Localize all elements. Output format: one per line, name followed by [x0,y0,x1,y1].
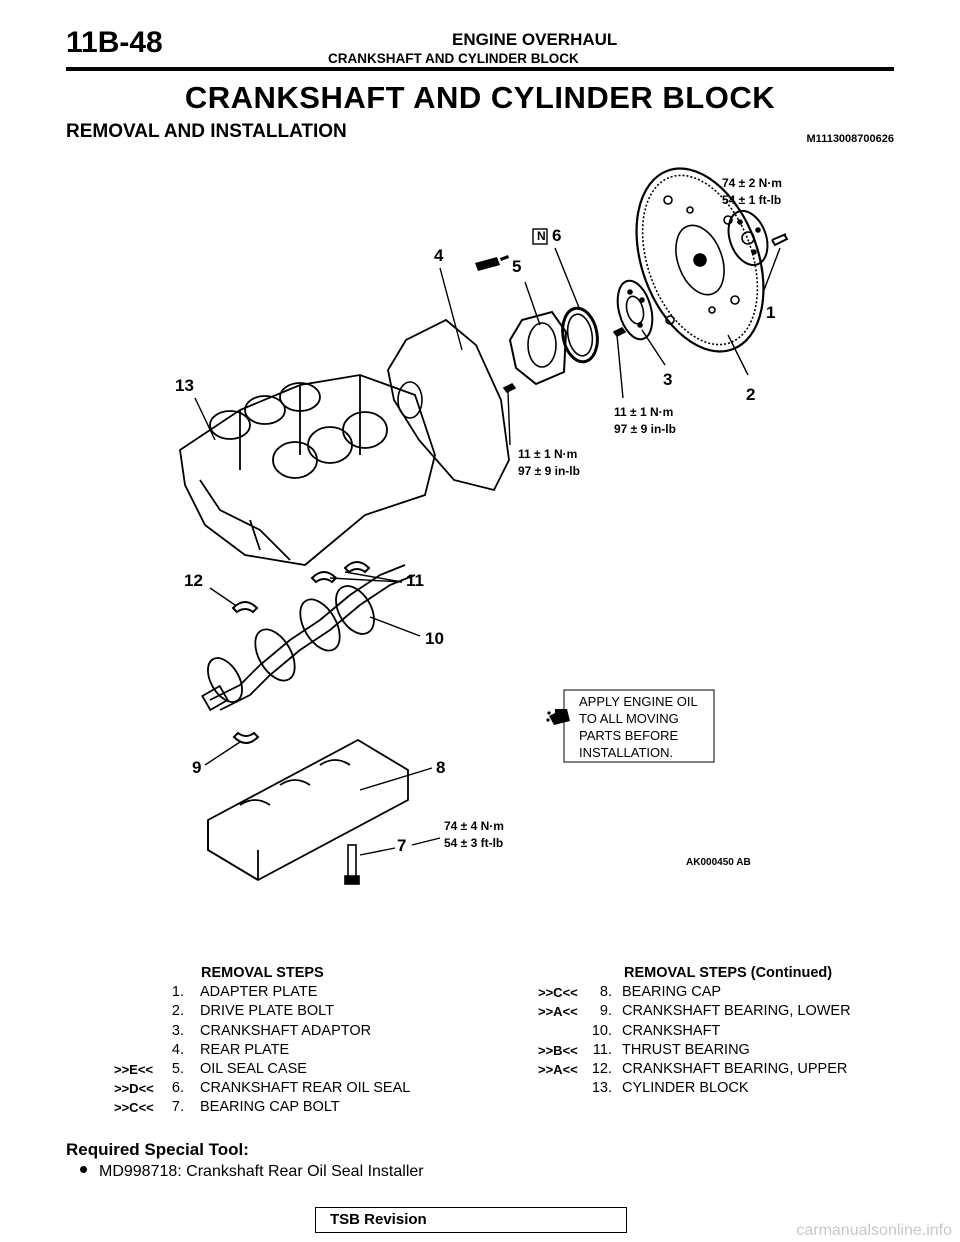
cylinder-block-illustration [179,374,436,566]
callout-3: 3 [663,370,673,389]
torque-spec-3-imperial: 97 ± 9 in-lb [614,422,676,436]
step-row: 3.CRANKSHAFT ADAPTOR [171,1022,372,1039]
torque-spec-7: 74 ± 4 N·m 54 ± 3 ft-lb [444,818,504,852]
figure-id: AK000450 AB [686,857,751,868]
callout-5: 5 [512,257,522,276]
tsb-revision-box: TSB Revision [315,1207,627,1233]
removal-steps-continued-heading: REMOVAL STEPS (Continued) [624,965,833,981]
removal-steps-heading: REMOVAL STEPS [201,965,324,981]
crankshaft-adaptor-illustration [616,279,654,341]
header-rule [66,67,894,71]
callout-4: 4 [434,246,444,265]
step-row: 2.DRIVE PLATE BOLT [171,1003,335,1020]
callout-10: 10 [425,629,444,648]
section-title: REMOVAL AND INSTALLATION [66,121,347,142]
note-line: PARTS BEFORE [579,728,679,743]
callout-12: 12 [184,571,203,590]
torque-spec-7-metric: 74 ± 4 N·m [444,819,504,833]
torque-spec-5-imperial: 97 ± 9 in-lb [518,464,580,478]
removal-steps-continued: REMOVAL STEPS (Continued) >>C<<8.BEARING… [538,964,888,1098]
removal-steps: REMOVAL STEPS 1.ADAPTER PLATE 2.DRIVE PL… [114,964,444,1118]
special-tool-text: MD998718: Crankshaft Rear Oil Seal Insta… [99,1163,424,1180]
step-row: >>D<<6.CRANKSHAFT REAR OIL SEAL [114,1080,411,1097]
torque-spec-3: 11 ± 1 N·m 97 ± 9 in-lb [614,404,676,438]
step-row: >>A<<12.CRANKSHAFT BEARING, UPPER [538,1060,848,1077]
step-row: >>B<<11.THRUST BEARING [538,1041,750,1058]
torque-spec-7-imperial: 54 ± 3 ft-lb [444,836,504,850]
torque-spec-3-metric: 11 ± 1 N·m [614,405,674,419]
torque-spec-1-metric: 74 ± 2 N·m [722,176,782,190]
callout-9: 9 [192,758,202,777]
step-row: 10.CRANKSHAFT [591,1022,721,1039]
callout-7: 7 [397,836,407,855]
step-row: >>E<<5.OIL SEAL CASE [114,1060,307,1077]
step-row: 1.ADAPTER PLATE [171,984,318,1001]
step-row: >>C<<8.BEARING CAP [538,984,722,1001]
step-row: >>C<<7.BEARING CAP BOLT [114,1099,340,1116]
torque-spec-1-imperial: 54 ± 1 ft-lb [722,193,782,207]
document-id: M1113008700626 [806,133,894,145]
callout-2: 2 [746,385,756,404]
special-tool-item: MD998718: Crankshaft Rear Oil Seal Insta… [80,1163,424,1181]
new-part-icon [532,228,548,245]
torque-spec-5: 11 ± 1 N·m 97 ± 9 in-lb [518,446,580,480]
note-line: INSTALLATION. [579,745,674,760]
header-subsection: CRANKSHAFT AND CYLINDER BLOCK [328,51,579,66]
step-row: 13.CYLINDER BLOCK [591,1080,749,1097]
page-number: 11B-48 [66,26,163,59]
torque-spec-5-metric: 11 ± 1 N·m [518,447,578,461]
callout-1: 1 [766,303,776,322]
callout-6: 6 [552,226,562,245]
tsb-revision-label: TSB Revision [330,1211,427,1228]
special-tool-heading: Required Special Tool: [66,1140,249,1159]
exploded-diagram [179,167,789,885]
page-title: CRANKSHAFT AND CYLINDER BLOCK [184,80,776,115]
sealant-tube-icon [475,255,509,271]
watermark: carmanualsonline.info [796,1222,952,1239]
note-line: TO ALL MOVING [579,711,679,726]
step-row: >>A<<9.CRANKSHAFT BEARING, LOWER [538,1003,851,1020]
step-row: 4.REAR PLATE [171,1041,290,1058]
torque-spec-1: 74 ± 2 N·m 54 ± 1 ft-lb [722,175,782,209]
callout-8: 8 [436,758,446,777]
note-line: APPLY ENGINE OIL [579,694,698,709]
bearing-cap-illustration [207,738,409,882]
drive-plate-illustration [635,167,765,353]
adapter-plate-illustration [727,209,769,267]
header-section: ENGINE OVERHAUL [452,30,618,49]
crankshaft-illustration [201,564,416,712]
callout-13: 13 [175,376,194,395]
callout-11: 11 [406,571,424,590]
new-part-mark: N [537,229,546,243]
oil-can-icon [546,709,570,725]
bullet-icon [80,1166,87,1174]
engine-oil-note: APPLY ENGINE OIL TO ALL MOVING PARTS BEF… [579,693,698,761]
